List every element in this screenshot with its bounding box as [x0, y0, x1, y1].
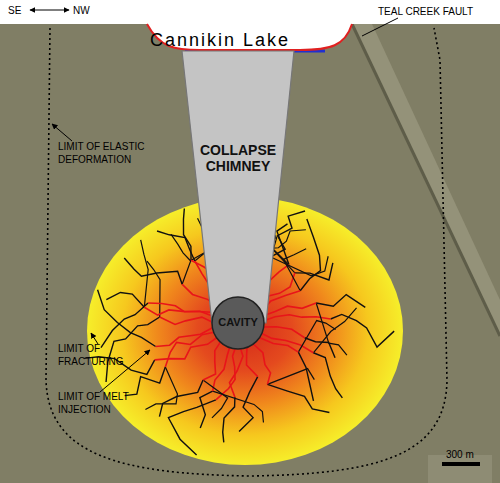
- node-label: COLLAPSE CHIMNEY: [181, 142, 295, 174]
- crack-line: [145, 367, 177, 410]
- crack-line: [203, 380, 228, 418]
- crack-line: [141, 240, 148, 307]
- crack-line: [239, 377, 258, 432]
- elastic-limit-line: [46, 28, 447, 476]
- crack-line: [300, 219, 320, 291]
- melt-vein: [144, 307, 214, 315]
- crack-line: [331, 314, 395, 347]
- zone-label: LIMIT OF MELT INJECTION: [58, 390, 150, 416]
- zone-label: LIMIT OF FRACTURING: [58, 342, 150, 368]
- crack-line: [101, 303, 148, 348]
- scale-label: 300 m: [446, 448, 496, 461]
- crack-line: [267, 369, 314, 385]
- crack-line: [200, 391, 213, 428]
- melt-vein: [165, 332, 214, 367]
- leader-line: [362, 18, 398, 36]
- melt-vein: [247, 345, 258, 377]
- crack-line: [316, 303, 347, 355]
- collapse-chimney: COLLAPSE CHIMNEY: [181, 50, 295, 325]
- crack-line: [298, 352, 313, 401]
- leader-line: [91, 333, 98, 344]
- melt-vein: [261, 333, 313, 352]
- crack-line: [106, 317, 160, 382]
- direction-label: NW: [73, 4, 103, 17]
- crack-line: [298, 321, 335, 353]
- melt-vein: [263, 303, 316, 316]
- lake-label: Cannikin Lake: [150, 29, 310, 52]
- direction-arrow: [30, 10, 69, 11]
- crack-line: [267, 384, 329, 412]
- scale-bar: [442, 462, 480, 466]
- crack-line: [313, 353, 342, 398]
- melt-vein: [252, 343, 271, 385]
- melt-vein: [259, 337, 299, 352]
- direction-label: SE: [8, 4, 28, 17]
- melt-vein: [156, 328, 213, 347]
- zone-label: LIMIT OF ELASTIC DEFORMATION: [58, 140, 150, 166]
- melt-vein: [155, 337, 218, 360]
- melt-vein: [264, 327, 305, 338]
- node-label: CAVITY: [211, 316, 265, 329]
- crack-line: [283, 249, 306, 291]
- crack-line: [316, 295, 365, 308]
- cavity-circle: CAVITY: [211, 296, 265, 350]
- crack-line: [213, 391, 264, 422]
- fault-label: TEAL CREEK FAULT: [378, 5, 500, 18]
- crack-line: [295, 263, 333, 280]
- crack-line: [124, 258, 182, 284]
- leader-line: [52, 124, 72, 141]
- crack-line: [157, 231, 195, 261]
- crack-line: [183, 208, 191, 260]
- crack-line: [159, 380, 203, 417]
- crack-line: [125, 367, 166, 396]
- melt-vein: [203, 341, 221, 380]
- crack-line: [168, 400, 215, 455]
- collapse-chimney-outline: [181, 50, 295, 325]
- crack-line: [147, 261, 160, 317]
- melt-vein: [229, 346, 242, 397]
- melt-vein: [160, 317, 212, 324]
- crack-line: [106, 292, 144, 307]
